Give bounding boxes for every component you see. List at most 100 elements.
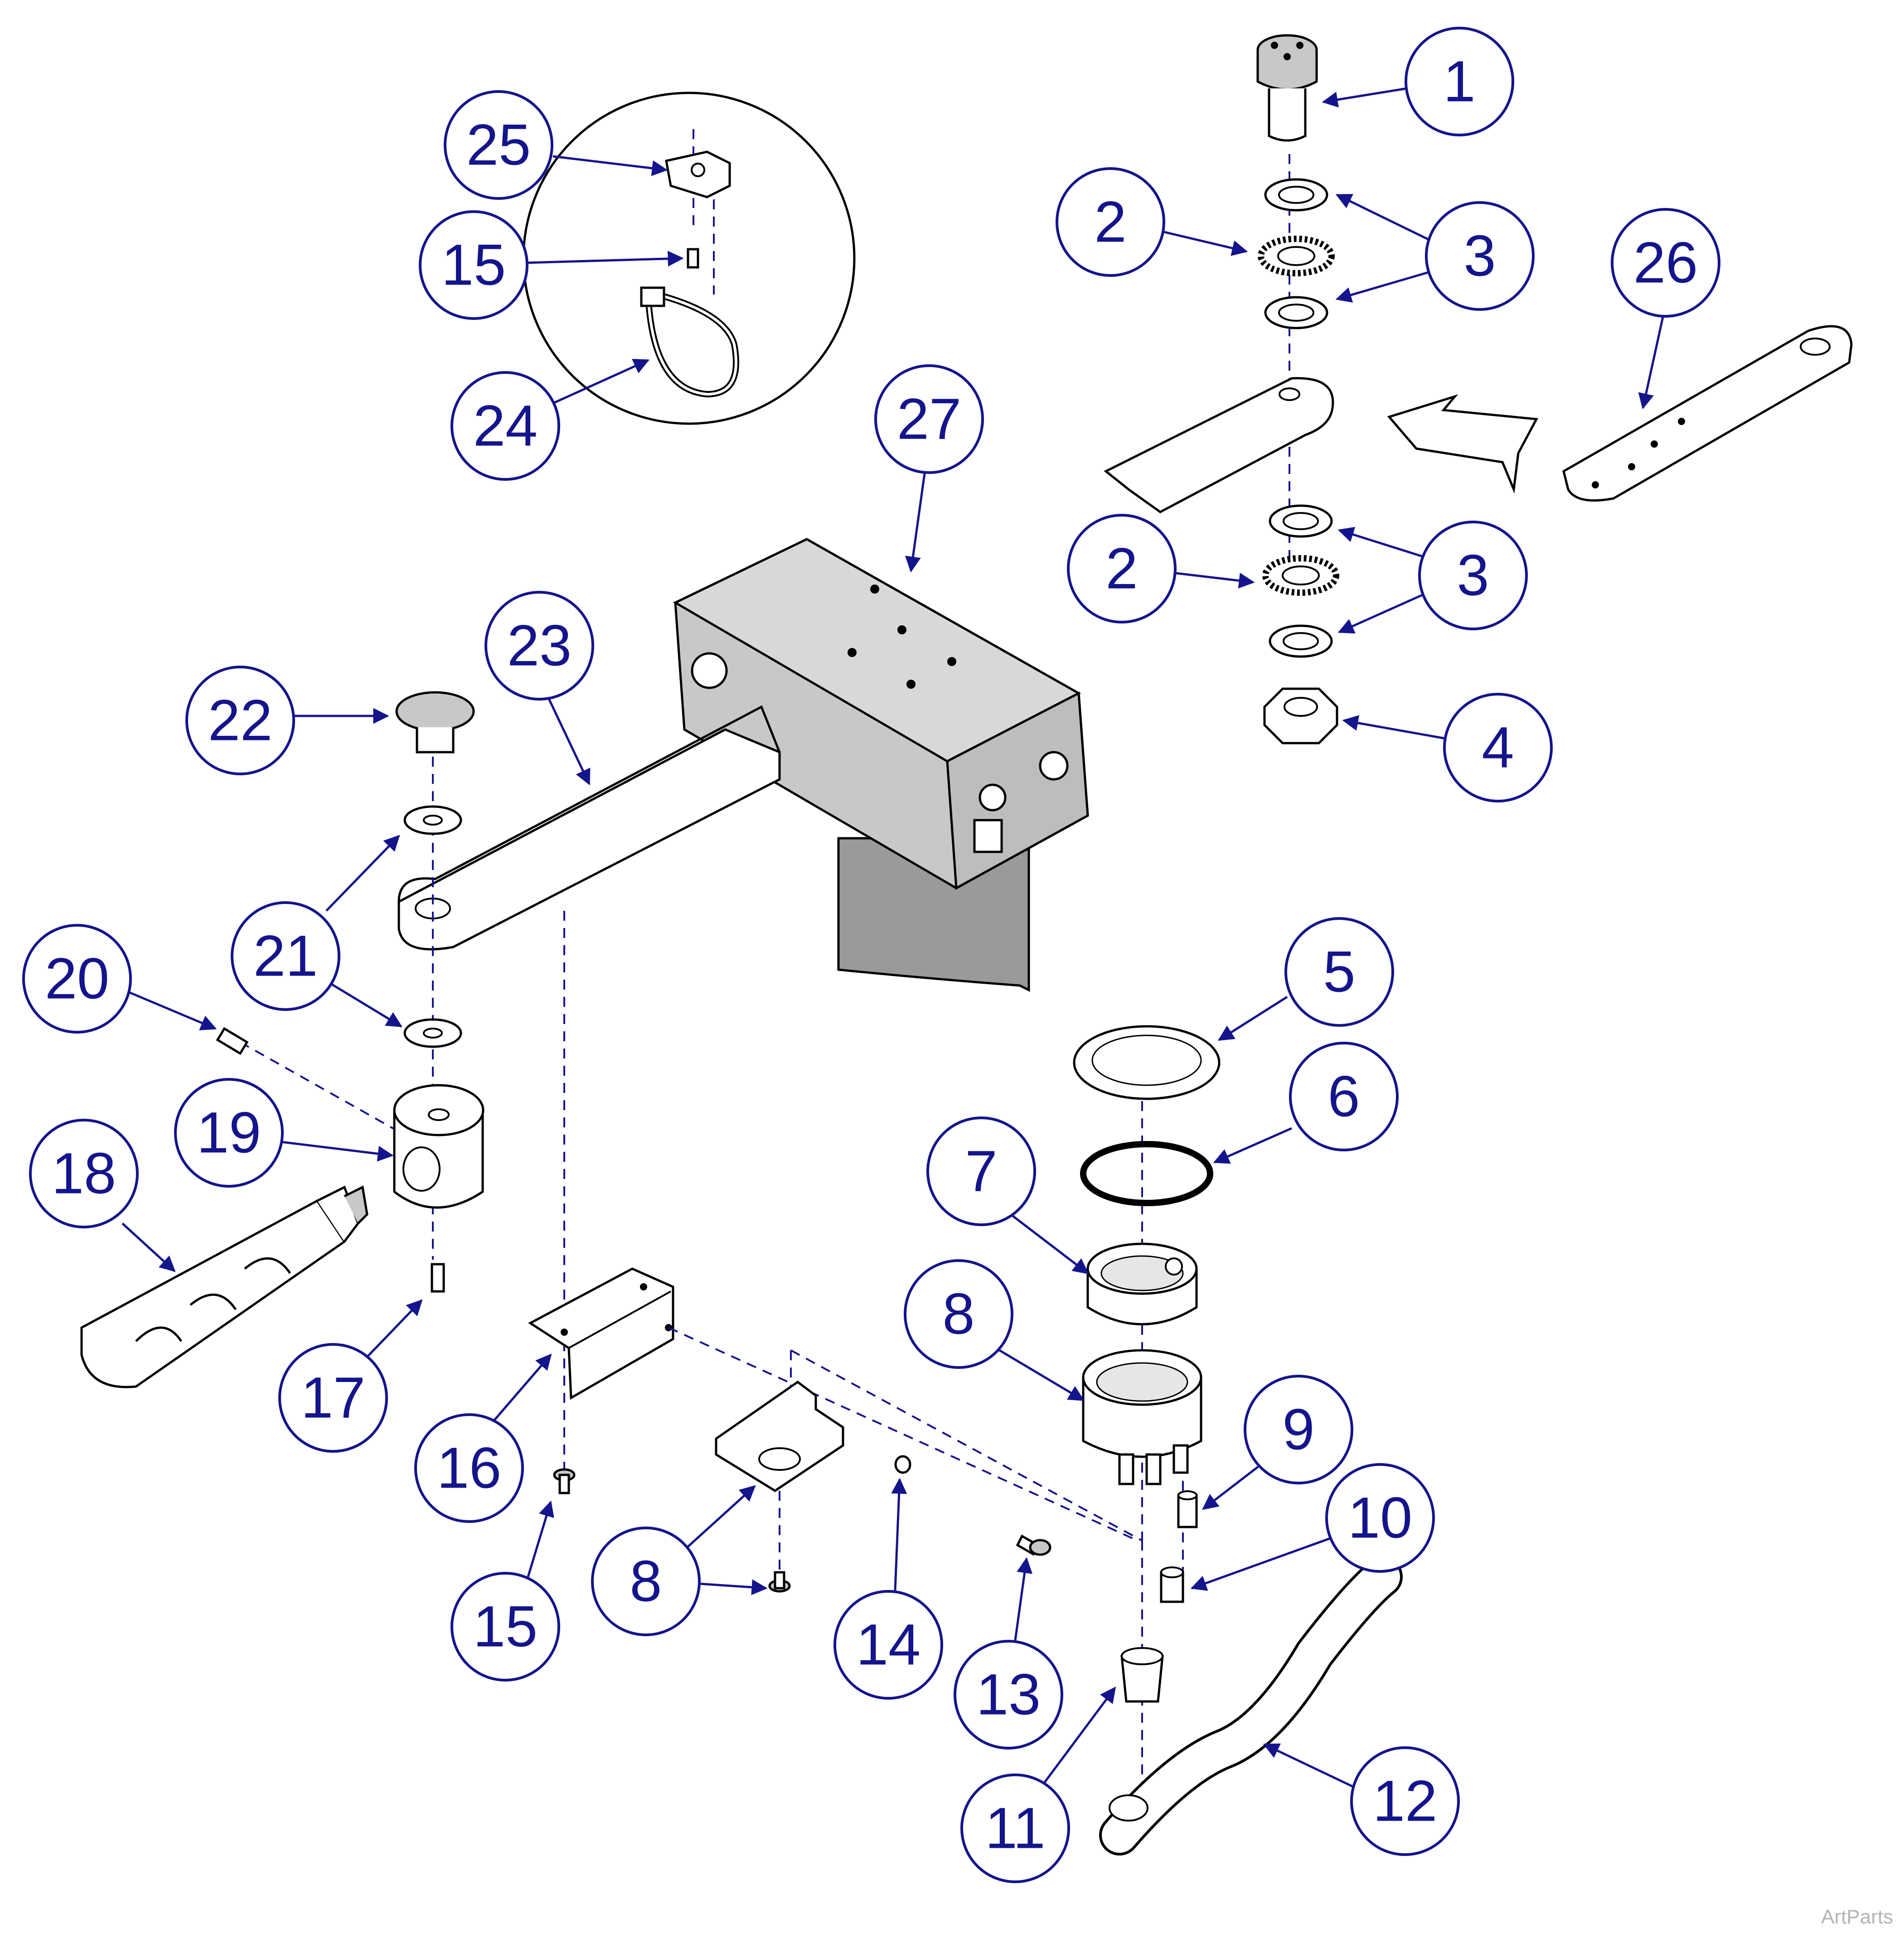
callout-11: 11 [960,1687,1116,1883]
set-screw-part-20 [216,1027,249,1055]
callout-16: 16 [414,1353,552,1523]
svg-text:12: 12 [1373,1769,1437,1834]
svg-text:21: 21 [253,924,318,989]
callout-10: 10 [1190,1463,1435,1591]
svg-text:11: 11 [985,1796,1046,1861]
callout-14: 14 [833,1478,943,1700]
washer-part-3-top-a [1264,178,1328,212]
cable-tie-part-24 [640,286,739,398]
callout-24: 24 [451,359,650,481]
callout-15-detail: 15 [419,210,684,320]
arm-link-upper [1104,377,1334,513]
svg-text:3: 3 [1457,543,1489,608]
gasket-part-5 [1073,1025,1221,1100]
svg-text:22: 22 [208,688,272,753]
svg-text:7: 7 [965,1139,997,1204]
housing-post [837,837,1030,992]
callout-17: 17 [278,1299,423,1453]
control-housing-part-27 [673,538,1089,890]
screw-part-17 [431,1263,445,1293]
callout-8-plate: 8 [591,1485,768,1636]
svg-text:3: 3 [1463,224,1496,289]
sleeve-part-10 [1160,1566,1184,1603]
callout-20: 20 [22,924,217,1034]
callout-21: 21 [231,835,402,1028]
callout-1: 1 [1322,27,1514,136]
screw-part-8-lower [768,1571,791,1593]
o-ring-part-6 [1080,1141,1213,1206]
svg-text:9: 9 [1282,1397,1314,1462]
collar-part-19 [393,1084,484,1209]
cup-base-part-8 [1082,1349,1202,1485]
arm-part-23 [397,705,781,951]
washer-part-21-top [403,805,462,835]
callout-6: 6 [1213,1042,1399,1164]
callout-23: 23 [484,591,594,786]
callout-26: 26 [1611,208,1720,410]
washer-part-3-top-b [1264,296,1328,329]
svg-text:8: 8 [630,1549,662,1614]
callout-25: 25 [444,90,668,200]
callout-15-lower: 15 [451,1500,560,1682]
watermark-label: ArtParts [1821,1906,1893,1928]
svg-text:6: 6 [1327,1064,1360,1129]
svg-text:15: 15 [441,233,506,298]
callout-5: 5 [1218,917,1394,1041]
clip-ring-part-14 [894,1455,911,1474]
screw-part-15-detail [687,248,699,269]
callout-7: 7 [926,1116,1089,1275]
bracket-part-16 [528,1267,674,1400]
mounting-plate-part-8 [715,1380,844,1492]
sleeve-part-9 [1177,1490,1198,1528]
callout-13: 13 [954,1557,1063,1749]
callout-12: 12 [1263,1743,1460,1856]
svg-text:8: 8 [942,1282,974,1347]
cable-tie-mount-part-25 [665,150,731,198]
pivot-shaft-part-1 [1256,34,1318,142]
svg-text:5: 5 [1323,940,1355,1005]
svg-text:2: 2 [1105,536,1138,601]
cup-part-7 [1086,1242,1198,1325]
svg-text:13: 13 [976,1662,1041,1727]
callout-18: 18 [29,1119,176,1272]
svg-text:20: 20 [45,947,109,1011]
hose-part-12 [1099,1556,1403,1856]
hex-nut-part-4 [1263,687,1338,744]
svg-text:4: 4 [1482,715,1514,780]
direction-arrow-icon [1387,394,1538,494]
svg-text:24: 24 [473,394,538,459]
svg-text:27: 27 [897,387,961,452]
arm-link-part-26 [1562,325,1853,502]
callout-8-cup: 8 [904,1259,1085,1401]
screw-part-15-lower [553,1468,576,1494]
svg-text:15: 15 [473,1595,538,1659]
svg-text:16: 16 [437,1436,501,1501]
svg-text:18: 18 [52,1141,116,1206]
svg-text:23: 23 [507,614,572,678]
svg-text:25: 25 [466,113,531,178]
svg-text:26: 26 [1633,231,1698,295]
lock-washer-part-2-bottom [1262,555,1339,596]
washer-part-3-bottom-b [1269,624,1333,658]
callout-19: 19 [174,1078,394,1188]
washer-part-3-bottom-a [1269,504,1333,538]
svg-text:14: 14 [856,1613,921,1677]
callout-3-top: 3 [1335,193,1535,311]
washer-part-21-bottom [403,1018,462,1048]
callout-27: 27 [874,364,984,573]
mount-axis-3 [790,1349,1143,1542]
sleeve-part-11 [1120,1647,1164,1703]
svg-text:10: 10 [1348,1486,1412,1551]
svg-text:1: 1 [1443,49,1475,114]
callout-2-bottom: 2 [1067,514,1255,623]
callout-22: 22 [185,666,389,775]
holder-part-18 [80,1185,368,1388]
callout-2-top: 2 [1056,167,1248,277]
svg-text:17: 17 [301,1366,365,1430]
callout-4: 4 [1342,693,1553,802]
screw-part-13 [1016,1534,1051,1556]
svg-text:19: 19 [197,1101,261,1165]
svg-text:2: 2 [1094,190,1126,255]
callout-3-bottom: 3 [1337,521,1528,634]
